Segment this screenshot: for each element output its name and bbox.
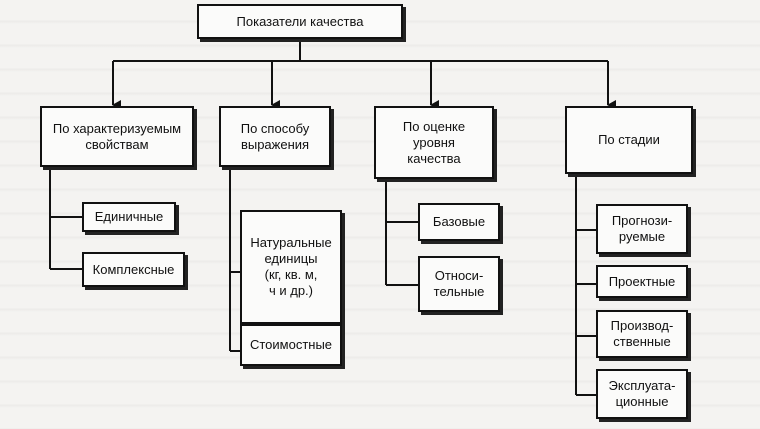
category-node-evaluation: По оценке уровня качества bbox=[374, 106, 494, 179]
item-node: Единичные bbox=[82, 202, 176, 232]
item-node: Натуральные единицы (кг, кв. м, ч и др.) bbox=[240, 210, 342, 324]
item-label: Проектные bbox=[608, 273, 676, 289]
item-node: Комплексные bbox=[82, 252, 185, 287]
category-label: По характеризуемым свойствам bbox=[52, 120, 182, 152]
item-label: Эксплуата- ционные bbox=[608, 378, 676, 409]
category-label: По оценке уровня качества bbox=[402, 118, 466, 166]
item-label: Натуральные единицы (кг, кв. м, ч и др.) bbox=[250, 235, 332, 298]
item-node: Стоимостные bbox=[240, 324, 342, 366]
item-label: Производ- ственные bbox=[610, 318, 674, 349]
item-label: Относи- тельные bbox=[433, 268, 485, 299]
category-label: По стадии bbox=[598, 132, 660, 147]
category-node-properties: По характеризуемым свойствам bbox=[40, 106, 194, 167]
item-label: Комплексные bbox=[92, 261, 175, 277]
item-label: Прогнози- руемые bbox=[611, 213, 673, 244]
root-label: Показатели качества bbox=[236, 13, 364, 29]
item-node: Относи- тельные bbox=[418, 256, 500, 312]
category-label: По способу выражения bbox=[240, 120, 310, 152]
item-label: Базовые bbox=[432, 214, 486, 229]
item-label: Стоимостные bbox=[249, 337, 333, 352]
root-node: Показатели качества bbox=[197, 4, 403, 39]
item-label: Единичные bbox=[94, 209, 164, 224]
item-node: Прогнози- руемые bbox=[596, 204, 688, 254]
category-node-expression: По способу выражения bbox=[219, 106, 331, 167]
category-node-stage: По стадии bbox=[565, 106, 693, 174]
item-node: Эксплуата- ционные bbox=[596, 369, 688, 419]
item-node: Производ- ственные bbox=[596, 310, 688, 358]
item-node: Базовые bbox=[418, 203, 500, 241]
item-node: Проектные bbox=[596, 265, 688, 298]
